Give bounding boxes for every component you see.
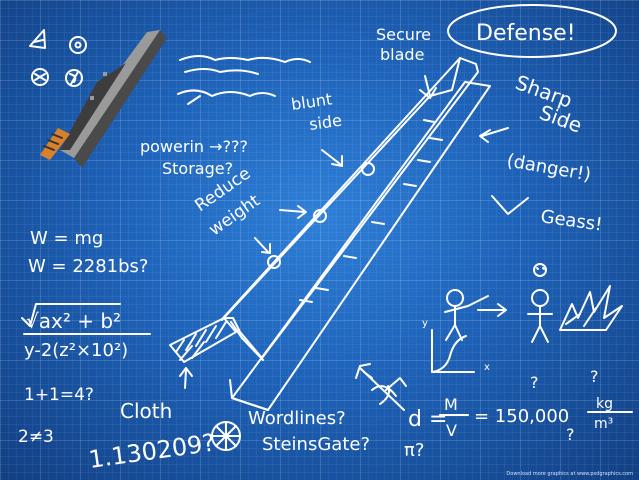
denominator-label: y-2(z²×10²) [24, 340, 128, 361]
geass-label: Geass! [539, 206, 603, 235]
arrow-sharp-side [479, 127, 509, 143]
arrow-reduce-weight [279, 205, 307, 219]
triangle-icon [29, 29, 46, 49]
question-2: ? [590, 367, 599, 386]
cloth-label: Cloth [120, 399, 172, 423]
sqrt-label: √ax² + b² [26, 309, 121, 333]
checkmark [491, 195, 529, 215]
axis-x-label: x [484, 362, 490, 373]
density-kg-label: kg [596, 396, 613, 412]
sqrt-sign [21, 303, 121, 327]
blade-thumbnail [40, 30, 167, 168]
w-mg-label: W = mg [30, 228, 103, 249]
powerin-label: powerin →??? [140, 137, 248, 156]
blade-label: blade [380, 45, 424, 64]
target-icon [69, 36, 87, 54]
pi-label: π? [404, 440, 424, 461]
density-m-label: M [444, 395, 458, 414]
arrow-reduce-weight-2 [254, 237, 271, 254]
defense-label: Defense! [476, 21, 576, 46]
blunt-label: blunt [290, 89, 333, 114]
density-value-label: = 150,000 [474, 406, 569, 427]
xy-graph [431, 329, 475, 373]
scribble-notes [177, 55, 311, 105]
number-label: 1.130209? [87, 429, 217, 474]
density-v-label: V [446, 421, 457, 440]
w-lbs-label: W = 2281bs? [28, 256, 149, 277]
density-m3-label: m³ [594, 416, 613, 432]
one-plus-one-label: 1+1=4? [24, 385, 94, 405]
arrow-secure-blade [419, 75, 437, 99]
arrow-blunt-side [321, 149, 343, 167]
question-3: ? [566, 425, 575, 444]
angle-diagram [355, 363, 407, 411]
icon-group [29, 29, 87, 87]
swirl-icon [65, 69, 83, 87]
storage-label: Storage? [162, 159, 233, 178]
ring-icon [31, 68, 49, 86]
big-sword-outline [169, 57, 491, 411]
secure-label: Secure [376, 25, 431, 44]
question-1: ? [530, 373, 539, 392]
density-lhs-label: d = [408, 407, 447, 432]
defense-oval [447, 4, 617, 58]
axis-y-label: y [422, 318, 428, 329]
spoked-wheel [211, 421, 241, 451]
stick-figure-group [444, 263, 623, 343]
danger-label: (danger!) [505, 150, 592, 185]
steinsgate-label: SteinsGate? [262, 434, 370, 455]
side-label: side [308, 111, 343, 134]
two-neq-three-label: 2≠3 [18, 427, 54, 447]
arrow-cloth [179, 367, 193, 389]
side2-label: Side [536, 100, 585, 137]
credit-text: Download more graphics at www.psdgraphic… [506, 471, 633, 477]
worldlines-label: Wordlines? [248, 408, 346, 429]
